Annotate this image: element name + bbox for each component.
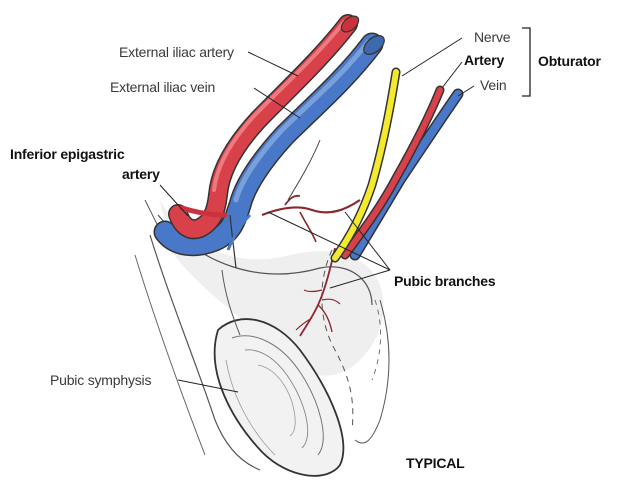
label-vein: Vein	[480, 77, 506, 93]
label-artery: Artery	[464, 52, 504, 68]
label-pubic-branches: Pubic branches	[394, 273, 495, 289]
obturator-bracket	[522, 28, 530, 96]
pubic-branch-vessel-3	[300, 212, 316, 242]
label-nerve: Nerve	[474, 29, 510, 45]
leader-nerve	[402, 38, 462, 76]
label-variant: TYPICAL	[406, 455, 465, 471]
tissue-line-1	[288, 140, 320, 200]
leader-artery	[442, 62, 462, 88]
label-external-iliac-vein: External iliac vein	[110, 79, 215, 95]
leader-external-iliac-artery	[248, 52, 298, 76]
label-external-iliac-artery: External iliac artery	[119, 44, 234, 60]
pubic-branch-vessel-2	[285, 196, 300, 205]
label-obturator: Obturator	[538, 53, 601, 69]
label-inferior-epigastric-line1: Inferior epigastric	[10, 146, 124, 162]
pelvic-wall-curve-2	[135, 255, 205, 455]
label-inferior-epigastric-line2: artery	[122, 166, 160, 182]
label-pubic-symphysis: Pubic symphysis	[50, 372, 151, 388]
